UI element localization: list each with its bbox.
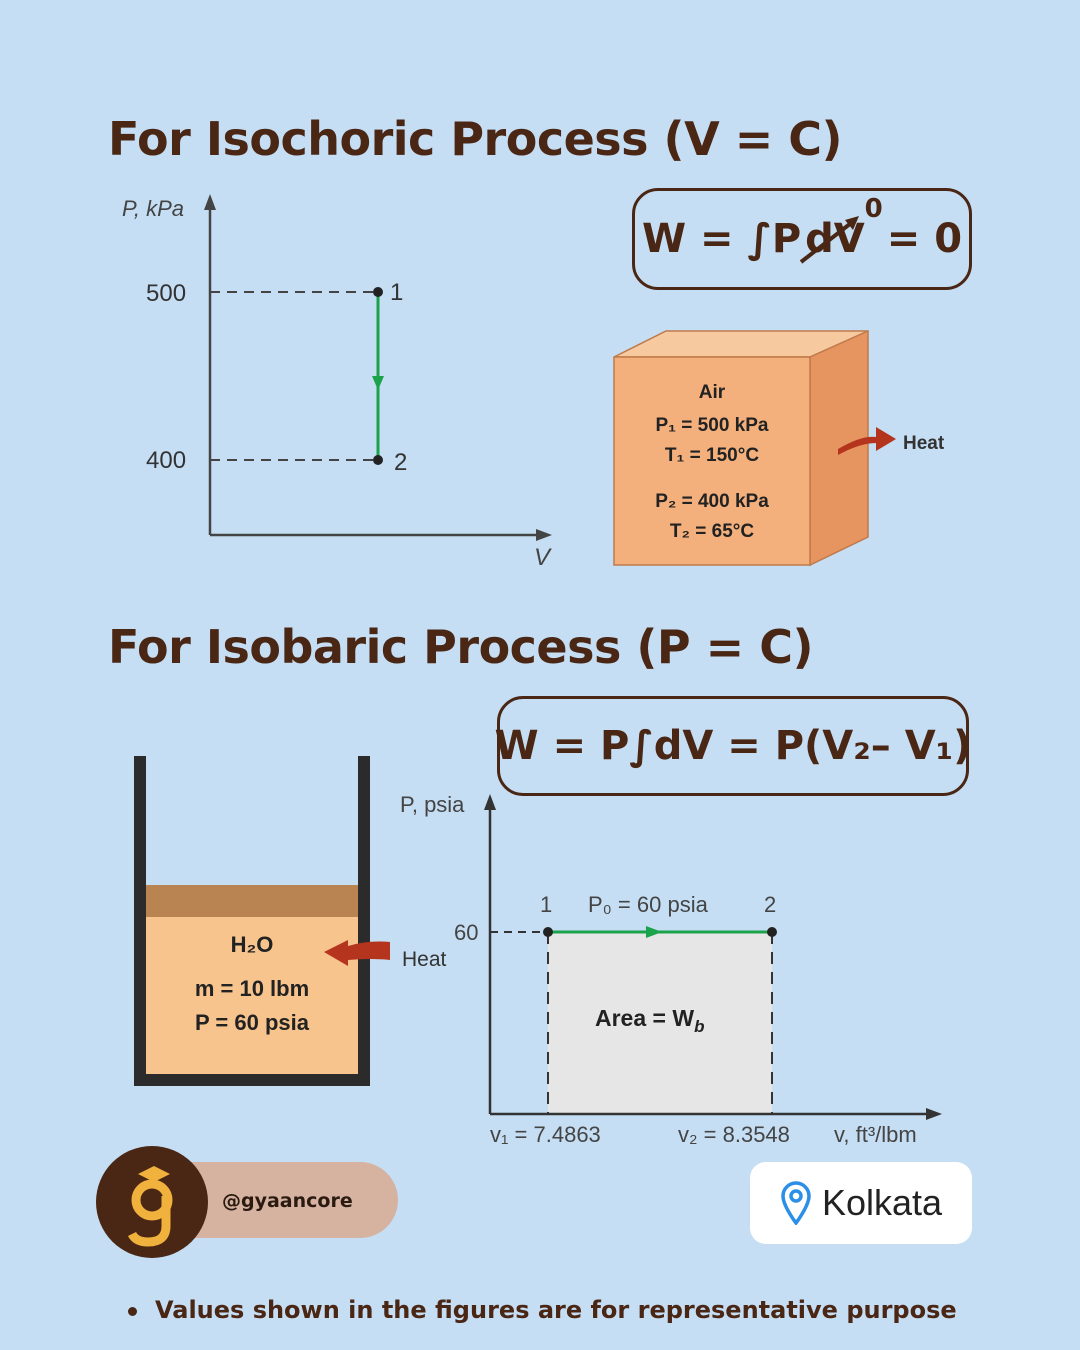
isochoric-work-formula: W = ∫P dV 0 = 0 [632, 188, 972, 290]
isobaric-heading: For Isobaric Process (P = C) [108, 620, 814, 674]
cylinder-left-wall [134, 756, 146, 1086]
state-point-1 [543, 927, 553, 937]
tank-front-face [613, 356, 811, 566]
tank-title: Air [699, 382, 726, 403]
tank-t1: T₁ = 150°C [665, 445, 759, 466]
formula-lhs: W = ∫P [641, 216, 802, 262]
cylinder-right-wall [358, 756, 370, 1086]
process-direction-arrow-icon [372, 376, 384, 390]
cylinder-bottom [134, 1074, 370, 1086]
tank-p1: P₁ = 500 kPa [656, 415, 769, 436]
location-chip[interactable]: Kolkata [750, 1162, 972, 1244]
isochoric-heading: For Isochoric Process (V = C) [108, 112, 843, 166]
isobaric-pv-graph: P, psia v, ft³/lbm 60 1 2 P₀ = 60 psia A… [400, 792, 942, 1147]
point-1-label: 1 [540, 892, 552, 917]
isochoric-pv-graph: P, kPa V 500 400 1 2 [122, 194, 552, 571]
y-axis-arrow-icon [484, 794, 496, 810]
process-direction-arrow-icon [646, 926, 662, 938]
tank-heat-label: Heat [903, 433, 945, 454]
cylinder-pressure: P = 60 psia [195, 1010, 310, 1035]
y-axis-label: P, psia [400, 792, 465, 817]
tick-60: 60 [454, 920, 478, 945]
state-point-2 [767, 927, 777, 937]
x-axis-arrow-icon [536, 529, 552, 541]
point-2-label: 2 [764, 892, 776, 917]
handle-text[interactable]: @gyaancore [222, 1190, 353, 1212]
map-pin-icon [781, 1181, 811, 1225]
strike-arrow-icon [799, 216, 860, 264]
tank-side-face [809, 329, 869, 567]
bullet-icon [128, 1306, 137, 1316]
h2o-region [146, 917, 358, 1074]
cylinder-heat-label: Heat [402, 948, 447, 971]
y-axis-label: P, kPa [122, 196, 184, 221]
location-text: Kolkata [821, 1182, 943, 1223]
tick-500: 500 [146, 280, 186, 307]
heat-out-arrow-icon [838, 427, 896, 455]
formula-superscript: 0 [864, 194, 883, 224]
process-line-label: P₀ = 60 psia [588, 892, 709, 917]
tick-400: 400 [146, 447, 186, 474]
area-label: Area = W [595, 1005, 694, 1031]
y-axis-arrow-icon [204, 194, 216, 210]
isobaric-work-formula: W = P∫dV = P(V₂– V₁) [495, 696, 971, 796]
heat-in-arrow-icon [324, 940, 390, 966]
footnote: Values shown in the figures are for repr… [128, 1296, 957, 1324]
formula-rhs: = 0 [886, 216, 963, 262]
tank-p2: P₂ = 400 kPa [655, 491, 769, 512]
gyaancore-logo-icon [96, 1146, 208, 1258]
state-point-1 [373, 287, 383, 297]
x-axis-arrow-icon [926, 1108, 942, 1120]
work-area [548, 932, 772, 1114]
piston-cylinder-illustration: H₂O m = 10 lbm P = 60 psia Heat [134, 756, 447, 1086]
v2-label: v₂ = 8.3548 [678, 1122, 790, 1147]
logo-glyph [127, 1166, 173, 1247]
cylinder-substance: H₂O [231, 932, 274, 957]
point-2-label: 2 [394, 449, 407, 476]
v1-label: v₁ = 7.4863 [490, 1122, 601, 1147]
point-1-label: 1 [390, 279, 403, 306]
state-point-2 [373, 455, 383, 465]
cylinder-mass: m = 10 lbm [195, 976, 309, 1001]
x-axis-label: V [534, 544, 552, 571]
x-axis-label: v, ft³/lbm [834, 1122, 917, 1147]
footnote-text: Values shown in the figures are for repr… [155, 1296, 957, 1324]
rigid-tank-illustration: Air P₁ = 500 kPa T₁ = 150°C P₂ = 400 kPa… [613, 329, 945, 567]
area-label-subscript: b [694, 1017, 704, 1036]
piston [146, 885, 358, 917]
area-label-group: Area = Wb [595, 1005, 704, 1036]
tank-t2: T₂ = 65°C [670, 521, 754, 542]
